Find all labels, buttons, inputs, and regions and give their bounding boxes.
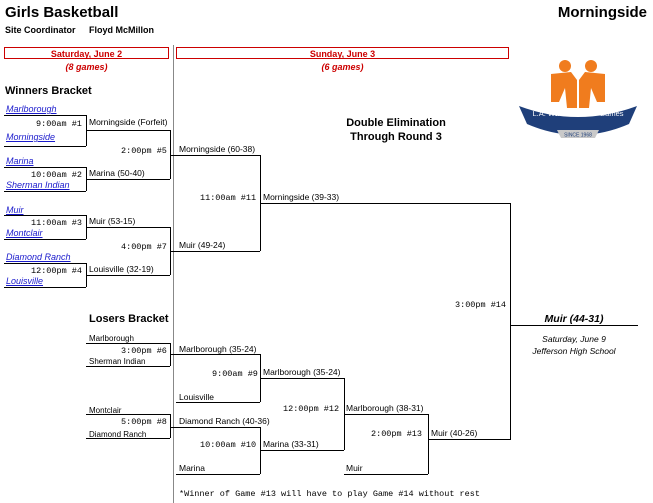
day-games-saturday: (8 games) bbox=[65, 62, 108, 72]
game-14-time: 3:00pm #14 bbox=[455, 300, 507, 310]
game-6-time: 3:00pm #6 bbox=[121, 346, 167, 356]
game-5-result: Morningside (60-38) bbox=[179, 144, 256, 154]
bracket-format-line1: Double Elimination bbox=[346, 117, 446, 129]
game-10-opponent: Marina bbox=[179, 463, 205, 473]
page-title: Girls Basketball bbox=[5, 4, 119, 21]
loser-team-sherman-indian[interactable]: Sherman Indian bbox=[89, 357, 146, 366]
game-7-time: 4:00pm #7 bbox=[121, 242, 167, 252]
loser-team-marlborough[interactable]: Marlborough bbox=[89, 334, 134, 343]
team-muir[interactable]: Muir bbox=[6, 205, 24, 215]
game-1-result: Morningside (Forfeit) bbox=[89, 117, 168, 127]
coordinator-name: Floyd McMillon bbox=[89, 25, 154, 35]
game-11-time: 11:00am #11 bbox=[200, 193, 257, 203]
game-5-time: 2:00pm #5 bbox=[121, 146, 167, 156]
game-7-result: Muir (49-24) bbox=[179, 240, 226, 250]
final-date: Saturday, June 9 bbox=[542, 334, 606, 344]
logo-text: L.A. Watts Summer Games bbox=[533, 109, 624, 118]
game-9-result: Marlborough (35-24) bbox=[263, 367, 341, 377]
loser-team-montclair[interactable]: Montclair bbox=[89, 406, 122, 415]
game-12-time: 12:00pm #12 bbox=[283, 404, 340, 414]
day-header-saturday: Saturday, June 2 bbox=[4, 47, 169, 59]
day-games-sunday: (6 games) bbox=[321, 62, 364, 72]
game-10-time: 10:00am #10 bbox=[200, 440, 257, 450]
site-name: Morningside bbox=[557, 4, 647, 21]
final-venue: Jefferson High School bbox=[532, 346, 616, 356]
game-2-result: Marina (50-40) bbox=[89, 168, 145, 178]
game-3-time: 11:00am #3 bbox=[31, 218, 83, 228]
team-montclair[interactable]: Montclair bbox=[6, 228, 43, 238]
game-9-time: 9:00am #9 bbox=[212, 369, 258, 379]
team-diamond-ranch[interactable]: Diamond Ranch bbox=[6, 252, 71, 262]
game-4-time: 12:00pm #4 bbox=[31, 266, 83, 276]
game-13-opponent: Muir bbox=[346, 463, 363, 473]
losers-bracket-title: Losers Bracket bbox=[89, 313, 169, 325]
game-8-time: 5:00pm #8 bbox=[121, 417, 167, 427]
logo-sub: SINCE 1968 bbox=[564, 133, 592, 139]
game-12-result: Marlborough (38-31) bbox=[346, 403, 424, 413]
winners-bracket-title: Winners Bracket bbox=[5, 85, 92, 97]
game-1-time: 9:00am #1 bbox=[36, 119, 82, 129]
coordinator-label: Site Coordinator bbox=[5, 25, 76, 35]
team-sherman-indian[interactable]: Sherman Indian bbox=[6, 180, 70, 190]
game-13-time: 2:00pm #13 bbox=[371, 429, 423, 439]
game-10-result: Marina (33-31) bbox=[263, 439, 319, 449]
team-marina[interactable]: Marina bbox=[6, 156, 34, 166]
team-louisville[interactable]: Louisville bbox=[6, 276, 44, 286]
game-11-result: Morningside (39-33) bbox=[263, 192, 340, 202]
day-divider bbox=[173, 45, 174, 503]
game-13-result: Muir (40-26) bbox=[431, 428, 478, 438]
day-header-sunday: Sunday, June 3 bbox=[176, 47, 509, 59]
game-6-result: Marlborough (35-24) bbox=[179, 344, 257, 354]
champion-result: Muir (44-31) bbox=[544, 313, 604, 325]
team-marlborough[interactable]: Marlborough bbox=[6, 104, 57, 114]
logo-emblem-icon: L.A. Watts Summer Games SINCE 1968 bbox=[519, 60, 637, 139]
game-4-result: Louisville (32-19) bbox=[89, 264, 154, 274]
game-2-time: 10:00am #2 bbox=[31, 170, 83, 180]
game-8-result: Diamond Ranch (40-36) bbox=[179, 416, 270, 426]
bracket-format-line2: Through Round 3 bbox=[350, 131, 442, 143]
team-morningside[interactable]: Morningside bbox=[6, 132, 56, 142]
game-3-result: Muir (53-15) bbox=[89, 216, 136, 226]
bracket-format-title: Double Elimination Through Round 3 bbox=[330, 116, 462, 144]
loser-team-diamond-ranch[interactable]: Diamond Ranch bbox=[89, 430, 147, 439]
game-9-opponent: Louisville bbox=[179, 392, 214, 402]
footnote: *Winner of Game #13 will have to play Ga… bbox=[179, 489, 480, 499]
watts-games-logo: L.A. Watts Summer Games SINCE 1968 bbox=[517, 58, 639, 146]
